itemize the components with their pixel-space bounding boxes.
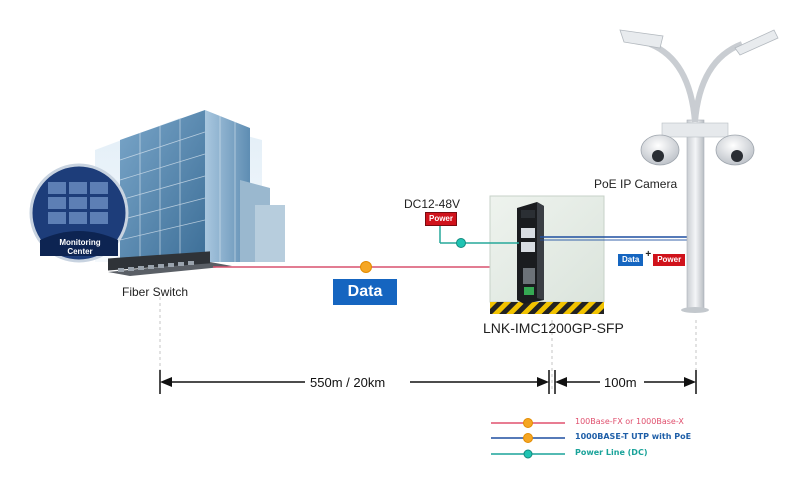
light-pole-illustration [619, 29, 779, 313]
fiber-switch-label: Fiber Switch [122, 285, 189, 299]
monitoring-center-label: Monitoring Center [59, 238, 101, 256]
legend-swatches [491, 418, 565, 459]
power-badge: Power [425, 212, 457, 226]
poe-power-tag: Power [653, 254, 686, 266]
poe-camera-label: PoE IP Camera [594, 177, 678, 191]
office-buildings-illustration [95, 110, 285, 262]
legend-utp-label: 1000BASE-T UTP with PoE [575, 432, 692, 441]
legend-fiber-label: 100Base-FX or 1000Base-X [575, 417, 684, 426]
media-converter-enclosure [489, 195, 605, 314]
poe-data-tag: Data [618, 254, 644, 266]
power-supply-label: DC12-48V [404, 197, 461, 211]
power-line-node [456, 238, 466, 248]
distance-arrow-copper [554, 370, 697, 394]
legend-power-label: Power Line (DC) [575, 448, 648, 457]
device-model-label: LNK-IMC1200GP-SFP [483, 320, 624, 336]
poe-data-power-tag: Data+Power [618, 249, 686, 266]
dome-camera-left [640, 134, 680, 166]
dome-camera-right [715, 134, 755, 166]
lnk-imc1200gp-sfp-device [517, 202, 544, 304]
copper-distance-label: 100m [604, 375, 637, 390]
monitoring-center-icon [29, 163, 129, 263]
fiber-link-node [360, 261, 372, 273]
data-badge: Data [333, 279, 397, 305]
fiber-switch-device [108, 251, 232, 276]
distance-arrow-fiber [159, 370, 550, 394]
poe-plus-sign: + [645, 249, 652, 260]
fiber-distance-label: 550m / 20km [310, 375, 386, 390]
